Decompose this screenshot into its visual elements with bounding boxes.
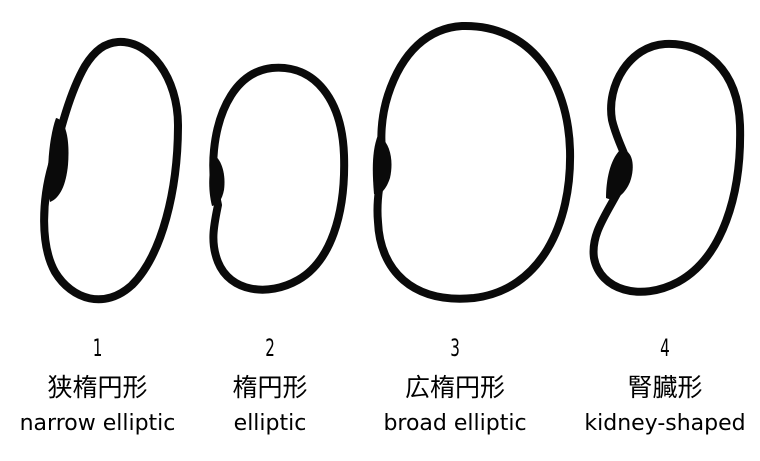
- shape-label-4: 4 腎臓形 kidney-shaped: [573, 334, 757, 438]
- shape-name-ja-2: 楕円形: [232, 373, 308, 402]
- shape-name-ja-3: 広楕円形: [404, 373, 505, 402]
- seed-shape-3: [372, 21, 575, 303]
- elliptic-outline: [209, 63, 349, 294]
- seed-shape-4: [589, 39, 745, 296]
- shape-name-en-2: elliptic: [233, 411, 307, 436]
- seed-shape-1: [40, 37, 182, 304]
- shape-number-2: 2: [265, 334, 275, 362]
- seed-shape-2: [209, 63, 349, 294]
- elliptic-hilum: [209, 155, 225, 206]
- shape-number-1: 1: [92, 334, 103, 362]
- shape-number-3: 3: [450, 334, 460, 362]
- narrow-elliptic-hilum: [48, 118, 69, 202]
- kidney-shaped-outline: [589, 39, 745, 296]
- narrow-elliptic-outline: [40, 37, 182, 304]
- shape-label-2: 2 楕円形 elliptic: [210, 334, 330, 438]
- shape-number-4: 4: [660, 334, 670, 362]
- broad-elliptic-hilum: [372, 135, 392, 195]
- broad-elliptic-outline: [373, 21, 575, 303]
- shape-name-en-3: broad elliptic: [383, 411, 527, 436]
- shape-label-1: 1 狭楕円形 narrow elliptic: [5, 334, 190, 438]
- shape-name-ja-1: 狭楕円形: [47, 373, 148, 402]
- shape-name-en-4: kidney-shaped: [584, 411, 746, 436]
- shape-name-en-1: narrow elliptic: [19, 411, 176, 436]
- shape-name-ja-4: 腎臓形: [627, 373, 703, 402]
- kidney-shaped-hilum: [606, 149, 633, 200]
- shape-label-3: 3 広楕円形 broad elliptic: [365, 334, 545, 438]
